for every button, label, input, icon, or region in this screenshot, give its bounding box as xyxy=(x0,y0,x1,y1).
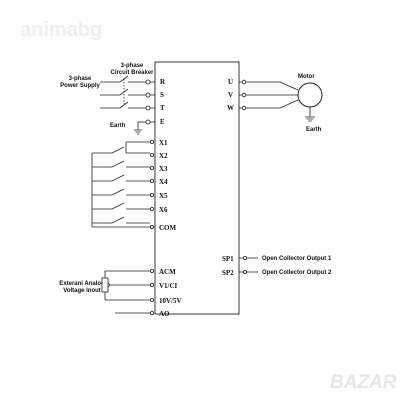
earth-left-label: Earth xyxy=(110,123,126,129)
terminal-v1ci: V1/CI xyxy=(159,282,178,290)
terminal-10v: 10V/5V xyxy=(159,297,182,305)
terminal-v1ci-node xyxy=(149,282,154,287)
breaker-label-line1: 3-phase xyxy=(121,63,144,69)
terminal-com-node xyxy=(149,224,154,229)
terminal-w-node xyxy=(241,105,247,111)
terminal-r-node xyxy=(145,79,151,85)
potentiometer xyxy=(101,270,150,314)
power-supply-label-line2: Power Supply xyxy=(60,83,100,89)
terminal-x6-node xyxy=(149,206,154,211)
terminal-x4: X4 xyxy=(159,178,168,186)
watermark-top: animabg xyxy=(20,19,102,41)
motor-label: Motor xyxy=(298,74,315,80)
inverter-box xyxy=(154,61,240,315)
terminal-v: V xyxy=(228,91,233,99)
earth-left-symbol xyxy=(134,121,146,135)
terminal-u: U xyxy=(228,78,233,86)
terminal-x1-node xyxy=(149,139,154,144)
motor-wires xyxy=(246,81,299,109)
terminal-w: W xyxy=(227,104,234,112)
terminal-x4-node xyxy=(149,178,154,183)
analog-label-line2: Voltage Inout xyxy=(63,288,101,294)
terminal-r: R xyxy=(160,78,166,86)
terminal-x6: X6 xyxy=(159,206,168,214)
terminal-sp1-node xyxy=(242,255,247,260)
terminal-t-node xyxy=(145,105,151,111)
power-supply-label-line1: 3-phase xyxy=(69,76,92,82)
terminal-ao: AO xyxy=(159,310,170,318)
terminal-sp1: SP1 xyxy=(222,255,234,263)
watermark-bottom: BAZAR xyxy=(330,372,397,393)
terminal-com: COM xyxy=(159,224,177,232)
terminal-x3: X3 xyxy=(159,165,168,173)
terminal-s: S xyxy=(160,91,164,99)
terminal-x1: X1 xyxy=(159,139,168,147)
digital-input-switches xyxy=(91,141,155,228)
terminal-x2-node xyxy=(149,152,154,157)
breaker-label-line2: Circuit Breaker xyxy=(110,70,154,76)
terminal-t: T xyxy=(160,104,165,112)
terminal-v-node xyxy=(241,92,247,98)
terminal-acm: ACM xyxy=(159,268,176,276)
terminal-ao-node xyxy=(149,310,154,315)
terminal-x5-node xyxy=(149,192,154,197)
terminal-sp2: SP2 xyxy=(222,269,234,277)
sp2-description: Open Collector Output 2 xyxy=(262,270,332,276)
three-phase-supply xyxy=(100,75,146,109)
earth-right-symbol xyxy=(305,107,315,122)
terminal-x3-node xyxy=(149,165,154,170)
earth-right-label: Earth xyxy=(306,127,322,133)
terminal-acm-node xyxy=(149,268,154,273)
terminal-sp2-node xyxy=(242,269,247,274)
sp1-description: Open Collector Output 1 xyxy=(262,256,332,262)
terminal-10v-node xyxy=(149,297,154,302)
terminal-e: E xyxy=(160,118,165,126)
terminal-x2: X2 xyxy=(159,152,168,160)
terminal-x5: X5 xyxy=(159,192,168,200)
motor-icon xyxy=(297,82,323,108)
terminal-e-node xyxy=(145,119,151,125)
terminal-s-node xyxy=(145,92,151,98)
terminal-u-node xyxy=(241,79,247,85)
analog-label-line1: Exterani Analog xyxy=(59,281,105,287)
